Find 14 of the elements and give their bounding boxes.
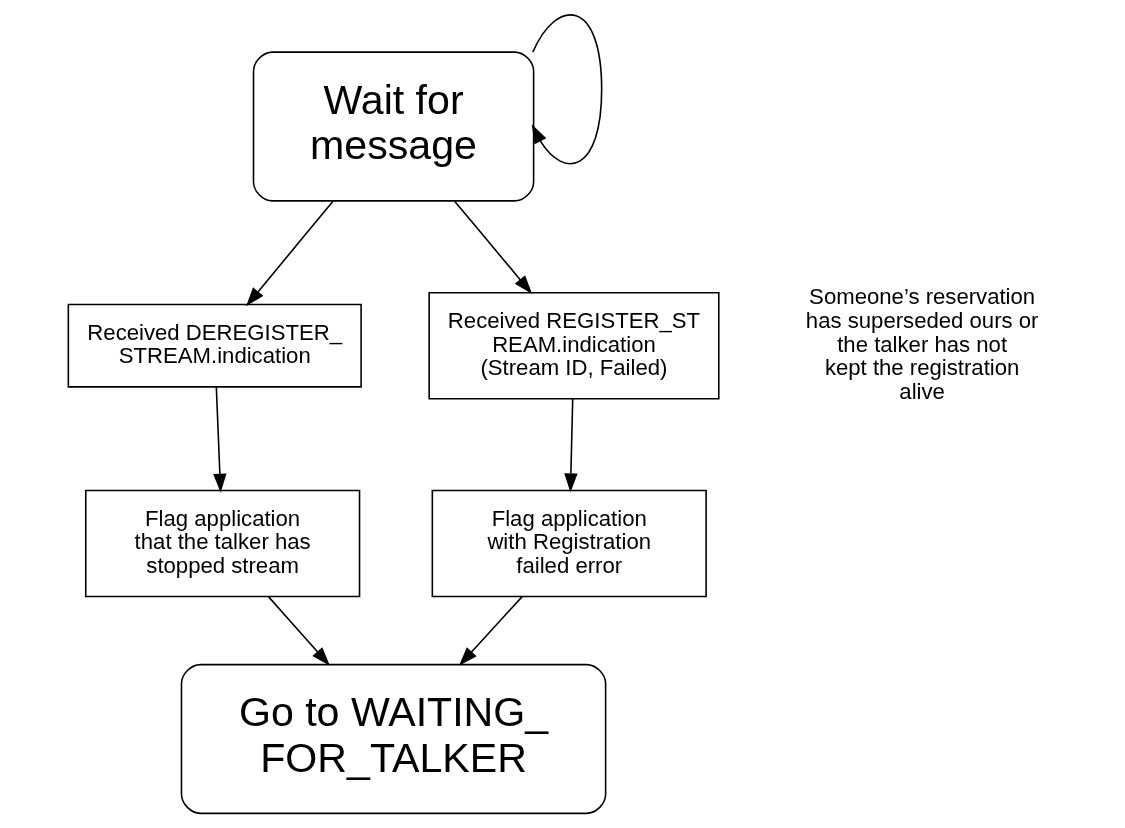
node-box: Wait for message xyxy=(252,51,535,202)
arrow xyxy=(453,200,533,295)
arrow xyxy=(267,595,330,666)
arrow xyxy=(213,386,227,493)
arrow xyxy=(564,398,578,493)
node-box: Flag application that the talker has stopped stream xyxy=(84,489,361,598)
label: Someone’s reservation has superseded ours or the talker has not kept the registration alive xyxy=(805,284,1039,405)
arrow xyxy=(531,14,603,165)
node-box: Flag application with Registration failed error xyxy=(431,489,707,598)
node-box: Received DEREGISTER_STREAM.indication xyxy=(67,303,362,388)
arrow xyxy=(246,200,334,307)
node-box: Received REGISTER_STREAM.indication (Stream ID, Failed) xyxy=(428,291,720,400)
arrow xyxy=(458,595,523,666)
node-box: Go to WAITING_FOR_TALKER xyxy=(180,663,607,815)
